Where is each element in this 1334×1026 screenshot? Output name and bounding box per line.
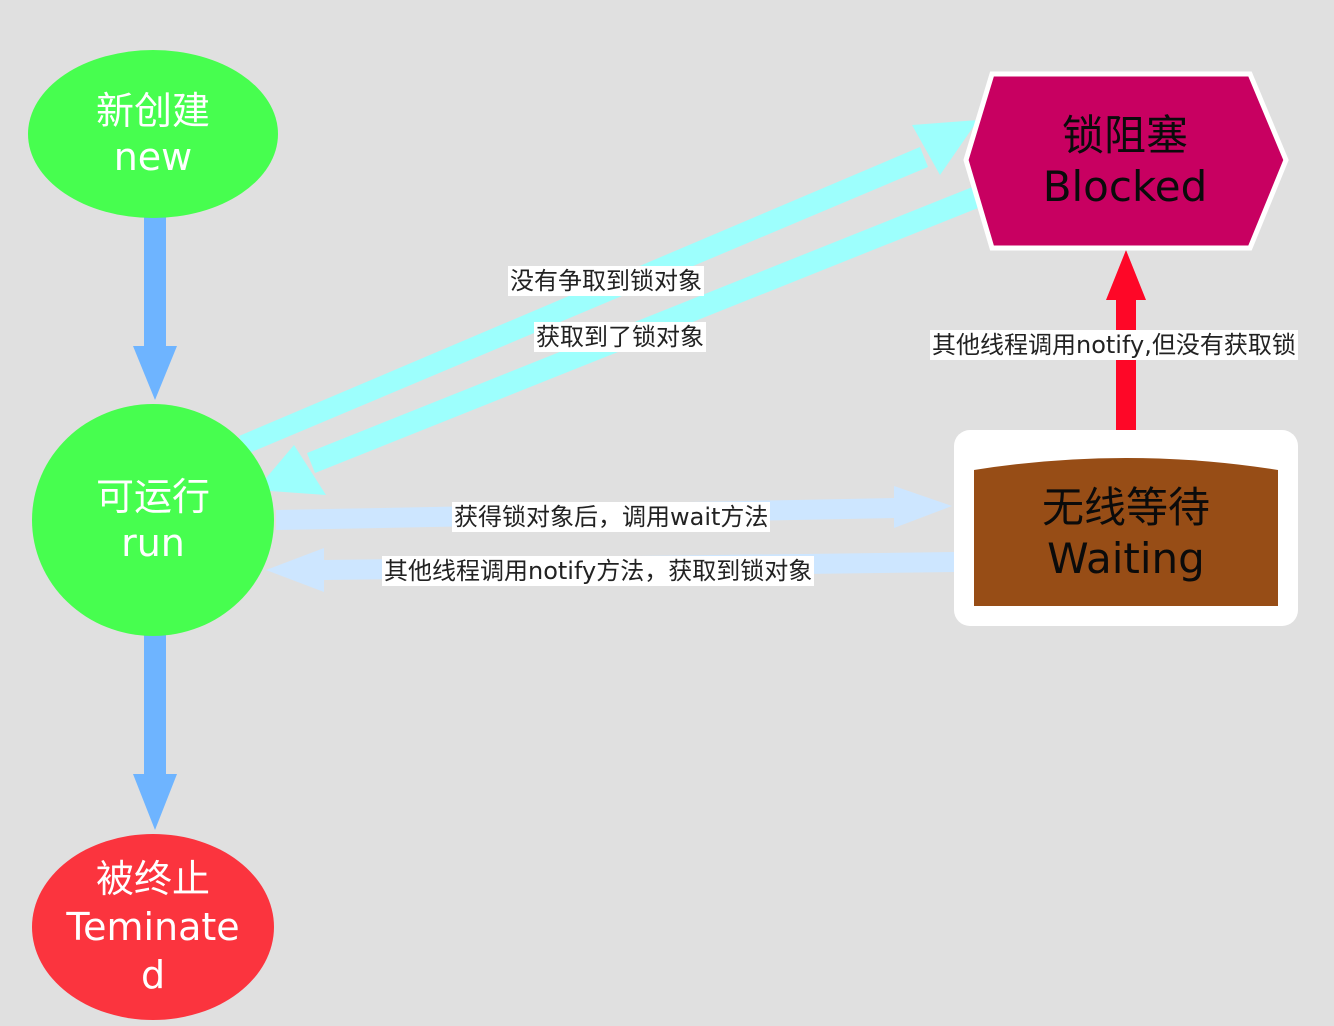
arrow-new-to-run bbox=[133, 216, 177, 400]
waiting-shape bbox=[974, 458, 1278, 606]
state-run-en: run bbox=[121, 521, 185, 565]
arrow-run-to-terminated bbox=[133, 634, 177, 830]
blocked-hexagon bbox=[963, 71, 1289, 251]
state-terminated: 被终止 Teminate d bbox=[32, 834, 274, 1020]
state-terminated-en-line1: Teminate bbox=[66, 904, 240, 949]
arrow-run-to-blocked-head bbox=[912, 120, 978, 175]
state-blocked-cn: 锁阻塞 bbox=[1061, 110, 1188, 160]
arrow-waiting-to-blocked-head bbox=[1106, 250, 1146, 300]
state-terminated-cn: 被终止 bbox=[95, 856, 210, 901]
state-run: 可运行 run bbox=[32, 404, 274, 636]
state-blocked: 锁阻塞 Blocked bbox=[970, 78, 1280, 244]
state-blocked-en: Blocked bbox=[1042, 162, 1208, 211]
arrow-blocked-to-run-head bbox=[256, 445, 326, 495]
state-waiting-cn: 无线等待 bbox=[1041, 482, 1210, 532]
edge-label-run-to-waiting: 获得锁对象后，调用wait方法 bbox=[452, 502, 771, 532]
state-run-cn: 可运行 bbox=[95, 474, 210, 519]
edge-label-waiting-to-blocked: 其他线程调用notify,但没有获取锁 bbox=[930, 330, 1298, 360]
state-terminated-en-line2: d bbox=[140, 953, 166, 998]
edge-label-waiting-to-run: 其他线程调用notify方法，获取到锁对象 bbox=[382, 556, 815, 586]
state-waiting: 无线等待 Waiting bbox=[974, 460, 1278, 606]
arrow-waiting-to-blocked-shaft bbox=[1116, 298, 1136, 432]
arrow-run-to-term-shaft bbox=[144, 634, 166, 776]
state-new: 新创建 new bbox=[28, 50, 278, 218]
state-waiting-en: Waiting bbox=[1047, 534, 1205, 583]
arrow-run-to-waiting-head bbox=[894, 486, 952, 528]
arrow-new-to-run-head bbox=[133, 346, 177, 400]
edge-label-run-to-blocked: 没有争取到锁对象 bbox=[508, 266, 704, 296]
arrow-run-to-blocked bbox=[239, 120, 978, 454]
arrow-run-to-term-head bbox=[133, 774, 177, 830]
state-new-cn: 新创建 bbox=[95, 88, 210, 133]
arrow-waiting-to-run-head bbox=[266, 548, 324, 592]
arrow-new-to-run-shaft bbox=[144, 216, 166, 348]
arrow-run-to-blocked-shaft bbox=[239, 147, 928, 454]
edge-label-blocked-to-run: 获取到了锁对象 bbox=[534, 322, 706, 352]
state-new-en: new bbox=[113, 135, 193, 179]
